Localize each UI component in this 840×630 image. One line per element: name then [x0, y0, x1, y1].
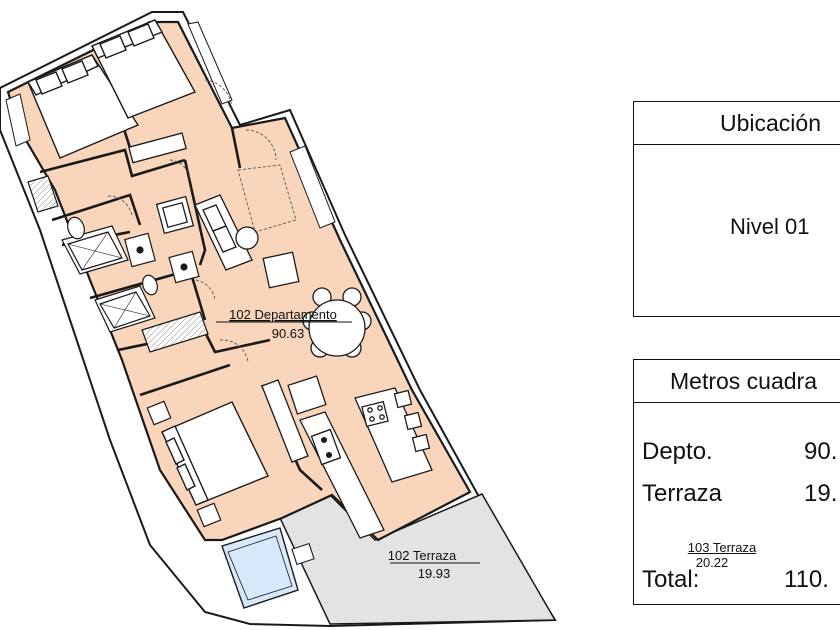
total-label: Total: [642, 566, 700, 593]
armchair [262, 251, 300, 289]
neighbor-terrace-area: 20.22 [695, 555, 729, 570]
laundry [155, 195, 195, 235]
bed-3 [161, 401, 269, 506]
bathroom-2 [94, 250, 200, 333]
total-value: 110. [784, 566, 829, 593]
terrace-planter [291, 542, 315, 566]
terraza-value: 19. [804, 480, 838, 507]
location-panel: Ubicación Nivel 01 [633, 101, 840, 317]
apartment-name: 102 Departamento [229, 307, 337, 322]
terrace-area: 19.93 [418, 566, 451, 581]
bed-1 [26, 54, 140, 159]
neighbor-terrace-tag: 103 Terraza 20.22 [672, 540, 772, 570]
kitchen-counter [287, 375, 385, 539]
kitchen-island [354, 387, 433, 483]
neighbor-terrace-name: 103 Terraza [687, 540, 757, 555]
depto-value: 90. [804, 438, 838, 465]
bench [128, 132, 187, 164]
location-title-text: Ubicación [720, 110, 821, 136]
coffee-table [235, 226, 259, 250]
terraza-label: Terraza [642, 480, 723, 507]
level-label: Nivel 01 [730, 214, 810, 239]
pool [221, 527, 299, 609]
apartment-area: 90.63 [272, 326, 305, 341]
bed-2 [91, 19, 197, 119]
bathroom-1 [61, 216, 156, 275]
dining-set [302, 287, 372, 358]
area-title-text: Metros cuadra [670, 368, 818, 394]
terrace-name: 102 Terraza [388, 548, 457, 563]
location-panel-title: Ubicación [634, 102, 840, 145]
depto-label: Depto. [642, 438, 713, 465]
sofa [194, 194, 253, 271]
door-swings [107, 79, 297, 363]
closets [27, 175, 209, 353]
wardrobe [261, 379, 309, 463]
bedside-tables [146, 400, 222, 528]
area-panel-title: Metros cuadra [634, 360, 840, 403]
window-rails [5, 21, 336, 229]
area-panel: Metros cuadra Depto. 90. Terraza 19. Tot… [633, 359, 840, 605]
apartment-tag: 102 Departamento 90.63 [216, 307, 352, 341]
terrace-tag: 102 Terraza 19.93 [388, 548, 480, 581]
